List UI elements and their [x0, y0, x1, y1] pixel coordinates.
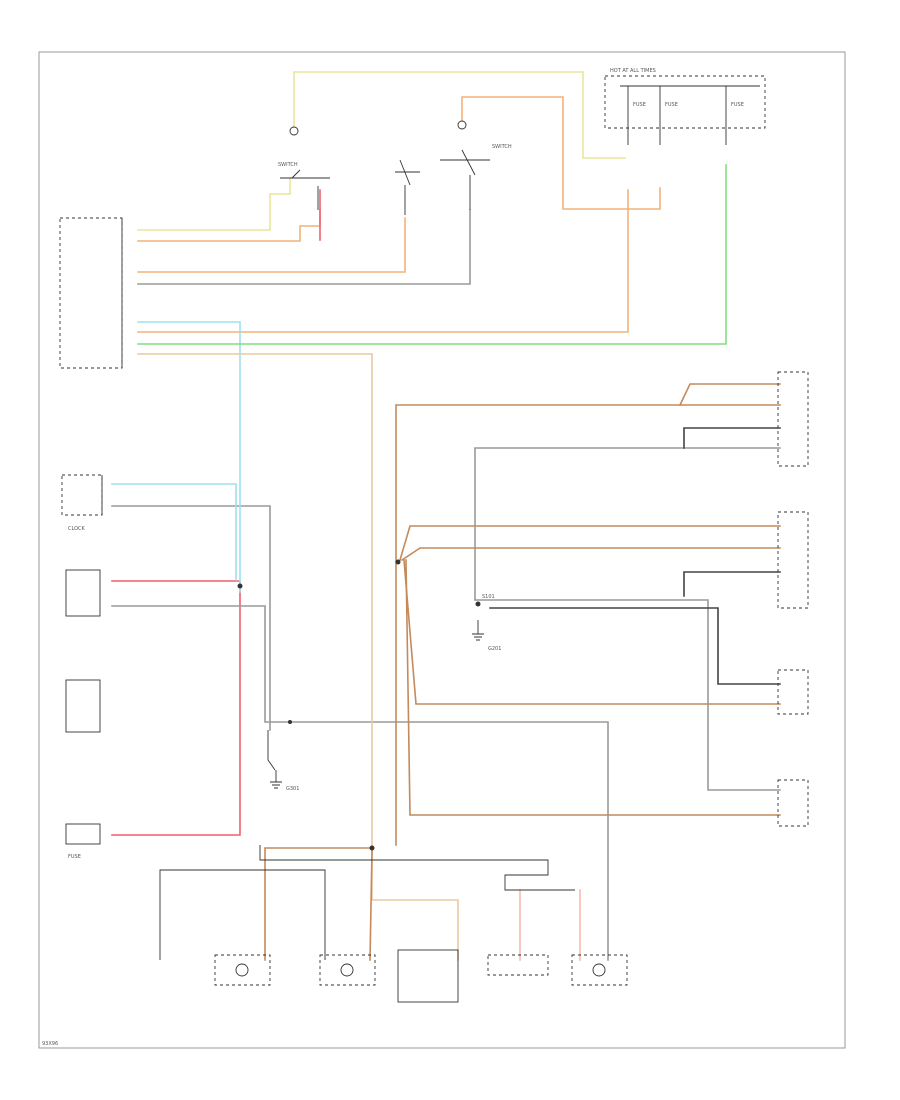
right-component-4: [777, 779, 809, 827]
wire-brown-b: [399, 525, 781, 561]
wire-black-bottom: [159, 869, 326, 960]
wire-orange-top: [461, 96, 661, 210]
wire-yellow-top: [293, 71, 626, 159]
wire-brown-d: [403, 559, 781, 705]
clock-component: [61, 474, 103, 516]
right-component-2: [777, 511, 809, 609]
wire-tan-trunk: [137, 353, 459, 961]
wire-green: [137, 164, 727, 345]
wire-gray-clock: [111, 505, 271, 731]
splice-left: [237, 583, 243, 589]
wire-gray-left: [137, 209, 471, 285]
switch-top-middle: [395, 159, 420, 215]
wire-orange-left-b: [137, 217, 406, 273]
label-switch-top-b: SWITCH: [492, 144, 512, 150]
connector-left-block: [59, 217, 123, 369]
diagram-frame: [38, 51, 846, 1049]
wire-gray-front: [111, 605, 609, 961]
wire-black-g: [267, 730, 276, 771]
wire-brown-c: [400, 547, 781, 562]
wire-lightblue: [137, 321, 241, 593]
wire-red-mid: [111, 580, 241, 836]
label-ground-right: G201: [488, 646, 501, 652]
label-hot-at-all-times: HOT AT ALL TIMES: [610, 68, 656, 74]
splice-center: [395, 559, 401, 565]
wire-black-right-c: [489, 607, 781, 685]
ground-right: [472, 620, 484, 641]
bottom-module-right-a: [487, 954, 549, 976]
left-module-1: [65, 569, 101, 617]
wire-black-right-a: [683, 427, 781, 449]
right-component-1: [777, 371, 809, 467]
bottom-motor-1: [235, 963, 249, 977]
label-clock: CLOCK: [68, 526, 86, 532]
wire-yellow-left: [137, 177, 291, 231]
wire-brown-a: [395, 404, 781, 846]
label-fuse-3: FUSE: [731, 102, 744, 108]
wire-brown-a2: [678, 383, 781, 407]
wire-orange-right: [137, 189, 629, 333]
wire-lightblue-clock: [111, 483, 237, 581]
wire-brown-ground: [264, 847, 371, 961]
wire-gray-right-b: [474, 599, 781, 791]
bottom-sensor-2: [319, 954, 376, 986]
fuse-top-mid: [457, 120, 467, 130]
label-page-ref: 93X96: [42, 1041, 58, 1047]
bottom-module-center: [397, 949, 459, 1003]
label-fuse-1: FUSE: [633, 102, 646, 108]
fuse-box-top: [604, 75, 766, 129]
wire-gray-right: [474, 447, 781, 601]
ground-mid: [270, 770, 282, 789]
splice-bottom: [369, 845, 375, 851]
left-module-2: [65, 679, 101, 733]
switch-top-right: [440, 149, 490, 210]
splice-gray: [288, 720, 292, 724]
wire-orange-left-a: [137, 209, 321, 242]
label-splice-right: S101: [482, 594, 495, 600]
label-fuse-2: FUSE: [665, 102, 678, 108]
left-module-3: [65, 823, 101, 845]
label-ground-mid: G301: [286, 786, 299, 792]
right-component-3: [777, 669, 809, 715]
fuse-top-left: [289, 126, 299, 136]
bottom-motor-2: [340, 963, 354, 977]
wire-brown-e: [405, 559, 781, 816]
wire-brown-bottom: [369, 849, 373, 961]
wire-black-right-b: [683, 571, 781, 597]
label-left-fuse-box: FUSE: [68, 854, 81, 860]
splice-right: [475, 601, 481, 607]
label-switch-top-a: SWITCH: [278, 162, 298, 168]
bottom-sensor-1: [214, 954, 271, 986]
bottom-motor-3: [592, 963, 606, 977]
switch-top-left: [280, 169, 330, 210]
wire-black-bottom-b: [259, 845, 575, 891]
